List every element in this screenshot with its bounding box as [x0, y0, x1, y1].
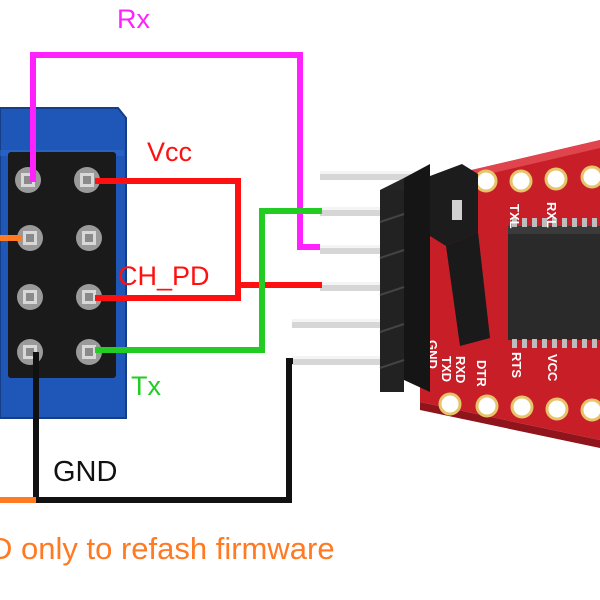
wire-gnd	[33, 352, 293, 503]
ftdi-voltage-jumper	[430, 164, 490, 346]
esp-pin-tx	[76, 339, 102, 365]
wire-tx	[95, 208, 322, 353]
label-vcc: Vcc	[147, 137, 193, 167]
ftdi-label-vcc: VCC	[545, 354, 560, 382]
ftdi-header-pins	[292, 171, 420, 365]
esp-pin-gpio2	[17, 284, 43, 310]
wire-vcc	[95, 178, 241, 299]
esp-pin-rx	[15, 167, 41, 193]
label-firmware-note: D only to refash firmware	[0, 531, 335, 566]
header-pin-1	[320, 171, 420, 180]
wire-rx	[30, 52, 320, 250]
header-pin-2	[320, 207, 420, 216]
header-pin-5	[292, 319, 420, 328]
esp-pin-vcc	[74, 167, 100, 193]
ftdi-label-rts: RTS	[509, 352, 524, 378]
ftdi-label-dtr: DTR	[474, 360, 489, 387]
ftdi-chip	[508, 218, 600, 348]
label-rx: Rx	[117, 4, 150, 34]
label-ch-pd: CH_PD	[118, 261, 210, 291]
label-gnd: GND	[53, 456, 118, 488]
label-tx: Tx	[131, 371, 161, 401]
ftdi-header-housing	[379, 164, 430, 392]
ftdi-label-rxl: RXL	[544, 202, 559, 228]
ftdi-top-holes	[474, 165, 600, 193]
header-pin-4	[320, 282, 420, 291]
esp01-pins	[15, 167, 102, 365]
ftdi-bottom-holes	[438, 392, 600, 422]
esp-pin-reset	[76, 225, 102, 251]
header-pin-6	[292, 356, 420, 365]
esp-pin-gpio0	[17, 225, 43, 251]
esp-pin-chpd	[76, 284, 102, 310]
esp01-header	[8, 152, 116, 378]
esp01-board	[0, 107, 127, 419]
ftdi-label-rxd: RXD	[453, 356, 468, 383]
wire-ch-pd	[95, 282, 322, 301]
ftdi-label-txl: TXL	[507, 204, 522, 229]
ftdi-label-txd: TXD	[439, 356, 454, 382]
header-pin-3	[320, 245, 420, 254]
esp-pin-gnd	[17, 339, 43, 365]
